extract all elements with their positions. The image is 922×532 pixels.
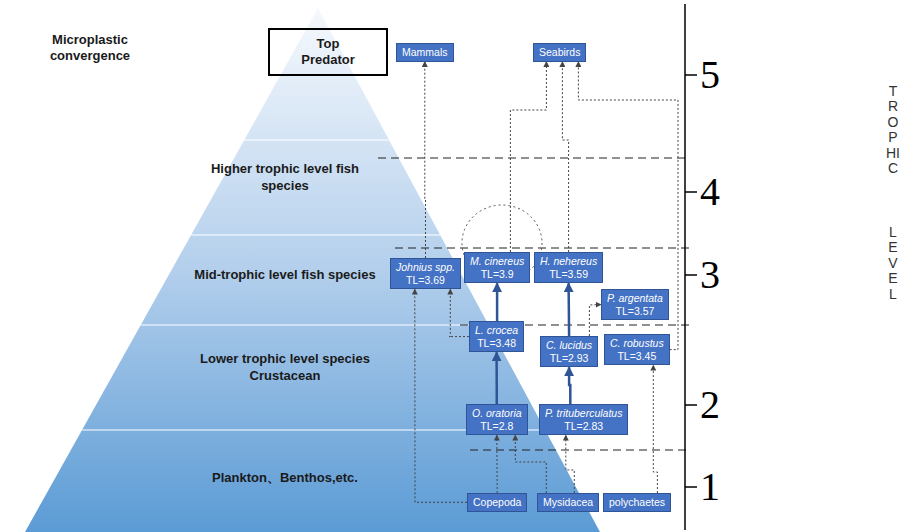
node-title: Johnius spp.	[396, 261, 455, 274]
trophic-value: TL=2.93	[546, 352, 592, 365]
axis-title: LEVEL	[886, 225, 900, 302]
trophic-value: TL=3.69	[396, 274, 455, 287]
species-box: O. oratoriaTL=2.8	[466, 404, 528, 435]
species-box: P. trituberculatusTL=2.83	[539, 404, 628, 435]
node-title: Mammals	[402, 46, 448, 59]
trophic-value: TL=2.8	[472, 420, 522, 433]
axis-title: TROPHIC	[886, 84, 900, 176]
diet-link	[424, 62, 426, 258]
node-title: polychaetes	[609, 496, 665, 509]
trophic-value: TL=3.48	[475, 337, 518, 350]
species-box: H. nehereusTL=3.59	[534, 252, 603, 283]
feeding-arrow	[495, 283, 498, 321]
trophic-value: TL=3.59	[540, 268, 597, 281]
pyramid-band: Plankton、Benthos,etc.	[185, 470, 385, 487]
group-box: Mysidacea	[537, 493, 599, 512]
diet-link	[566, 435, 575, 493]
group-box: polychaetes	[603, 493, 671, 512]
trophic-value: TL=3.45	[610, 350, 664, 363]
species-box: C. lucidusTL=2.93	[540, 336, 598, 367]
species-box: C. robustusTL=3.45	[604, 334, 670, 365]
top-predator-box: Top Predator	[268, 28, 388, 76]
diet-link	[515, 435, 546, 493]
trophic-value: TL=3.9	[470, 268, 524, 281]
pyramid-band: Mid-trophic level fish species	[180, 267, 390, 284]
group-box: Mammals	[396, 43, 454, 62]
trophic-value: TL=3.57	[607, 305, 663, 318]
feeding-arrow	[567, 283, 570, 336]
level-dividers	[378, 158, 690, 450]
level-number: 4	[700, 172, 720, 212]
pyramid-band: Higher trophic level fish species	[210, 161, 360, 195]
pyramid-band: Lower trophic level species Crustacean	[180, 351, 390, 385]
feeding-arrow	[495, 352, 498, 404]
diet-link	[496, 435, 497, 493]
species-box: Johnius spp.TL=3.69	[390, 258, 461, 289]
species-box: P. argentataTL=3.57	[601, 289, 669, 320]
node-title: Seabirds	[539, 46, 580, 59]
group-box: Seabirds	[533, 43, 586, 62]
group-box: Copepoda	[467, 493, 527, 512]
diet-link	[578, 62, 678, 350]
node-title: Mysidacea	[543, 496, 593, 509]
level-number: 5	[700, 55, 720, 95]
node-title: C. robustus	[610, 337, 664, 350]
node-title: Plankton、Benthos,etc.	[185, 470, 385, 487]
node-title: P. trituberculatus	[545, 407, 622, 420]
level-axis	[685, 4, 697, 530]
species-box: L. croceaTL=3.48	[469, 321, 524, 352]
node-title: O. oratoria	[472, 407, 522, 420]
species-box: M. cinereusTL=3.9	[464, 252, 530, 283]
node-title: M. cinereus	[470, 255, 524, 268]
band-separators	[0, 140, 922, 430]
diet-link	[653, 365, 657, 493]
callout-label: Microplastic convergence	[40, 32, 140, 65]
diet-link	[562, 62, 568, 252]
diet-link	[589, 305, 601, 336]
diet-link	[449, 289, 469, 336]
node-title: P. argentata	[607, 292, 663, 305]
diet-link	[510, 62, 546, 252]
feeding-arrow	[569, 367, 570, 404]
node-title: Higher trophic level fish species	[210, 161, 360, 195]
node-title: Lower trophic level species Crustacean	[180, 351, 390, 385]
node-title: H. nehereus	[540, 255, 597, 268]
node-title: Top Predator	[293, 36, 363, 67]
node-title: Mid-trophic level fish species	[180, 267, 390, 284]
level-number: 1	[700, 467, 720, 507]
node-title: C. lucidus	[546, 339, 592, 352]
node-title: L. crocea	[475, 324, 518, 337]
node-title: Copepoda	[473, 496, 521, 509]
diet-link	[415, 289, 467, 502]
pyramid	[25, 8, 600, 532]
level-number: 3	[700, 255, 720, 295]
trophic-value: TL=2.83	[545, 420, 622, 433]
level-number: 2	[700, 385, 720, 425]
